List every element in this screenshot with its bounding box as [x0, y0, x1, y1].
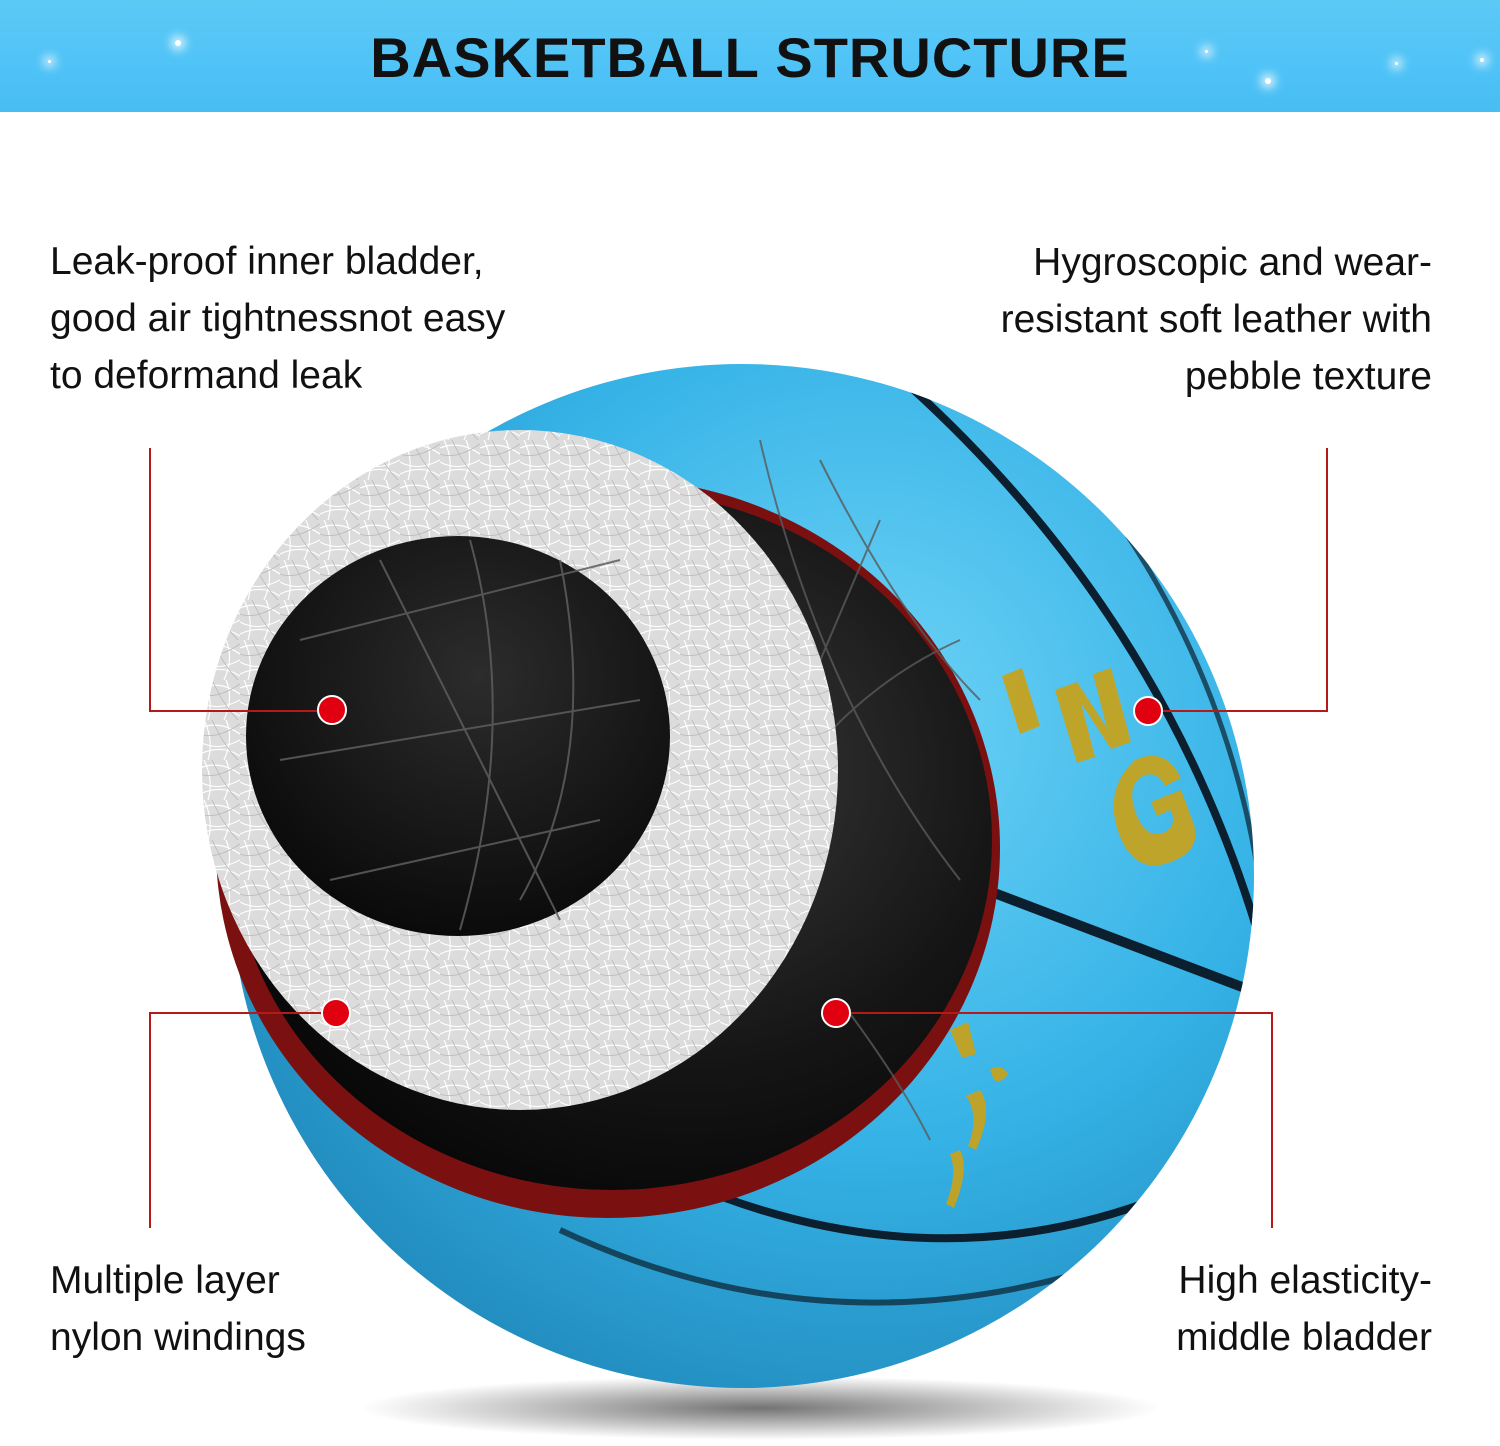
ball-shadow [360, 1376, 1160, 1440]
callout-line-leather [1148, 448, 1328, 712]
red-dot-marker [821, 998, 851, 1028]
callout-line-middle-bladder [836, 1012, 1273, 1228]
header-banner: BASKETBALL STRUCTURE [0, 0, 1500, 112]
label-nylon-windings: Multiple layer nylon windings [50, 1252, 306, 1366]
label-inner-bladder: Leak-proof inner bladder, good air tight… [50, 233, 505, 404]
label-line: to deformand leak [50, 354, 363, 397]
label-line: nylon windings [50, 1316, 306, 1359]
red-dot-marker [317, 695, 347, 725]
sparkle-icon [175, 40, 181, 46]
label-line: Multiple layer [50, 1259, 280, 1302]
label-leather: Hygroscopic and wear- resistant soft lea… [1001, 234, 1432, 405]
label-line: High elasticity- [1178, 1259, 1432, 1302]
sparkle-icon [1480, 58, 1484, 62]
callout-lines [149, 448, 1328, 1228]
page-title: BASKETBALL STRUCTURE [370, 26, 1130, 89]
callout-line-inner-bladder [149, 448, 334, 712]
callout-line-nylon [149, 1012, 336, 1228]
sparkle-icon [48, 60, 51, 63]
sparkle-icon [1205, 50, 1208, 53]
label-line: middle bladder [1176, 1316, 1432, 1359]
label-middle-bladder: High elasticity- middle bladder [1176, 1252, 1432, 1366]
inner-bladder-layer [246, 536, 670, 936]
sparkle-icon [1395, 62, 1398, 65]
inner-bladder-lines [279, 539, 641, 931]
label-line: resistant soft leather with [1000, 298, 1432, 341]
label-line: Leak-proof inner bladder, [50, 240, 484, 283]
label-line: Hygroscopic and wear- [1033, 241, 1432, 284]
red-dot-marker [1133, 696, 1163, 726]
label-line: good air tightnessnot easy [50, 297, 506, 340]
label-line: pebble texture [1184, 355, 1432, 398]
sparkle-icon [1265, 78, 1271, 84]
red-dot-marker [321, 998, 351, 1028]
